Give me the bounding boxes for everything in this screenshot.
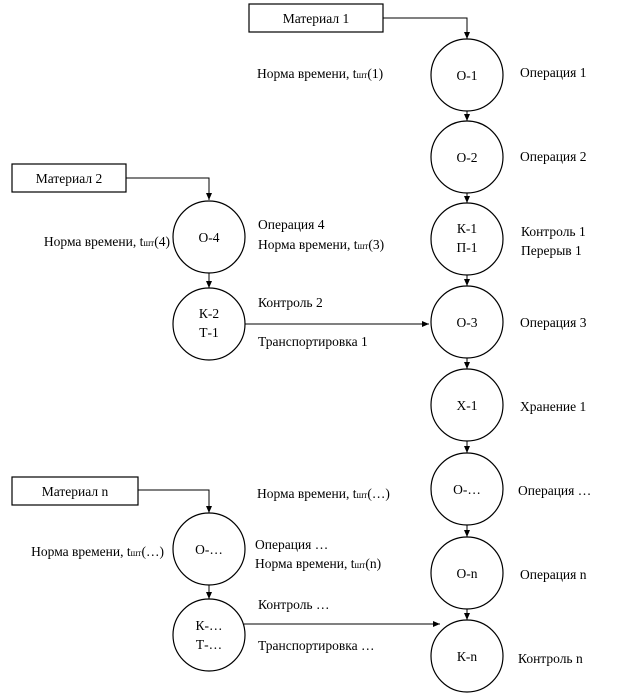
- node-branch-odots-code: О-…: [195, 542, 223, 557]
- norm-time-1-index: (1): [367, 66, 383, 81]
- norm-time-dots-branch-subscript: шт: [131, 548, 142, 558]
- norm-time-n-subscript: шт: [354, 560, 365, 570]
- norm-time-3: Норма времени, tшт(3): [258, 237, 384, 252]
- node-kdots-tdots: [172, 598, 246, 672]
- material-1-label: Материал 1: [283, 11, 350, 26]
- norm-time-n-index: (n): [365, 556, 381, 571]
- label-control-2: Контроль 2: [258, 295, 323, 310]
- node-k2-code: К-2: [199, 306, 219, 321]
- norm-time-4-index: (4): [154, 234, 170, 249]
- label-operation-1: Операция 1: [520, 65, 587, 80]
- norm-time-3-prefix: Норма времени, t: [258, 237, 358, 252]
- label-transport-dots: Транспортировка …: [258, 638, 374, 653]
- material-2-label: Материал 2: [36, 171, 103, 186]
- label-operation-4: Операция 4: [258, 217, 325, 232]
- node-o2: [430, 120, 504, 194]
- norm-time-dots-main: Норма времени, tшт(…): [257, 486, 390, 501]
- label-operation-dots: Операция …: [518, 483, 591, 498]
- norm-time-dots-branch-index: (…): [142, 544, 165, 559]
- norm-time-4-subscript: шт: [143, 238, 154, 248]
- node-branch-odots: [172, 512, 246, 586]
- label-storage-1: Хранение 1: [520, 399, 586, 414]
- node-kn-code: К-n: [457, 649, 478, 664]
- label-operation-3: Операция 3: [520, 315, 587, 330]
- node-o3-code: О-3: [457, 315, 478, 330]
- label-control-1: Контроль 1: [521, 224, 586, 239]
- label-control-dots: Контроль …: [258, 597, 329, 612]
- node-on: [430, 536, 504, 610]
- label-transport-1: Транспортировка 1: [258, 334, 368, 349]
- node-odots-code: О-…: [453, 482, 481, 497]
- norm-time-1: Норма времени, tшт(1): [257, 66, 383, 81]
- label-break-1: Перерыв 1: [521, 243, 582, 258]
- node-k1-p1: [430, 202, 504, 276]
- node-k2-t1: [172, 287, 246, 361]
- node-t1-code: Т-1: [199, 325, 219, 340]
- node-o2-code: О-2: [457, 150, 478, 165]
- node-o1: [430, 38, 504, 112]
- node-o1-code: О-1: [457, 68, 478, 83]
- node-x1-code: Х-1: [457, 398, 478, 413]
- connector-material-2: [126, 177, 212, 200]
- label-control-n: Контроль n: [518, 651, 583, 666]
- node-kn: [430, 619, 504, 693]
- connector-material-1: [383, 17, 470, 39]
- norm-time-dots-main-index: (…): [367, 486, 390, 501]
- node-o4-code: О-4: [199, 230, 220, 245]
- node-o3: [430, 285, 504, 359]
- norm-time-4: Норма времени, tшт(4): [44, 234, 170, 249]
- norm-time-n-prefix: Норма времени, t: [255, 556, 355, 571]
- node-x1: [430, 368, 504, 442]
- norm-time-1-subscript: шт: [356, 70, 367, 80]
- material-n-box: [11, 476, 139, 506]
- norm-time-dots-main-subscript: шт: [356, 490, 367, 500]
- material-1-box: [248, 3, 384, 33]
- node-odots: [430, 452, 504, 526]
- node-k1-code: К-1: [457, 221, 477, 236]
- label-operation-dots-branch: Операция …: [255, 537, 328, 552]
- label-operation-2: Операция 2: [520, 149, 587, 164]
- norm-time-n: Норма времени, tшт(n): [255, 556, 381, 571]
- norm-time-dots-branch-prefix: Норма времени, t: [31, 544, 131, 559]
- norm-time-3-subscript: шт: [357, 241, 368, 251]
- node-tdots-code: Т-…: [196, 637, 222, 652]
- material-n-label: Материал n: [42, 484, 109, 499]
- label-operation-n: Операция n: [520, 567, 587, 582]
- node-p1-code: П-1: [457, 240, 478, 255]
- node-on-code: О-n: [457, 566, 478, 581]
- node-o4: [172, 200, 246, 274]
- norm-time-dots-branch: Норма времени, tшт(…): [31, 544, 164, 559]
- node-kdots-code: К-…: [196, 618, 223, 633]
- norm-time-4-prefix: Норма времени, t: [44, 234, 144, 249]
- norm-time-1-prefix: Норма времени, t: [257, 66, 357, 81]
- norm-time-dots-main-prefix: Норма времени, t: [257, 486, 357, 501]
- material-2-box: [11, 163, 127, 193]
- norm-time-3-index: (3): [368, 237, 384, 252]
- connector-material-n: [138, 489, 212, 513]
